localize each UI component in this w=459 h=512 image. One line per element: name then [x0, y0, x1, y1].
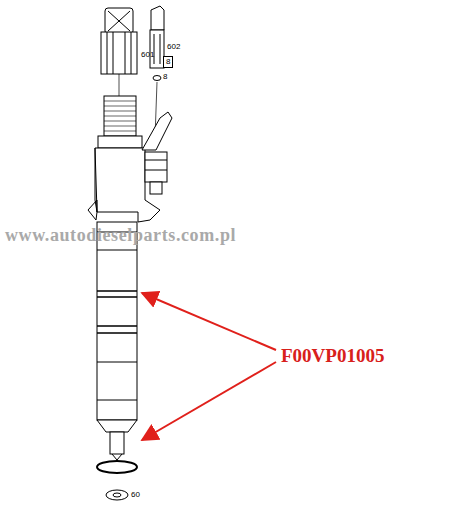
cap-part — [101, 8, 137, 96]
injector-body — [88, 96, 172, 460]
callout-number: 8 — [166, 58, 170, 66]
watermark: www.autodieselparts.com.pl — [5, 226, 236, 244]
part-number: 8 — [163, 73, 167, 81]
o-ring — [97, 461, 137, 473]
part-number: 602 — [167, 43, 180, 51]
leader-arrow — [142, 293, 276, 440]
part-code: F00VP01005 — [281, 346, 384, 365]
callout-box: 8 — [163, 56, 173, 68]
part-number: 601 — [141, 51, 154, 59]
part-number: 60 — [131, 491, 140, 499]
washer — [106, 490, 128, 500]
